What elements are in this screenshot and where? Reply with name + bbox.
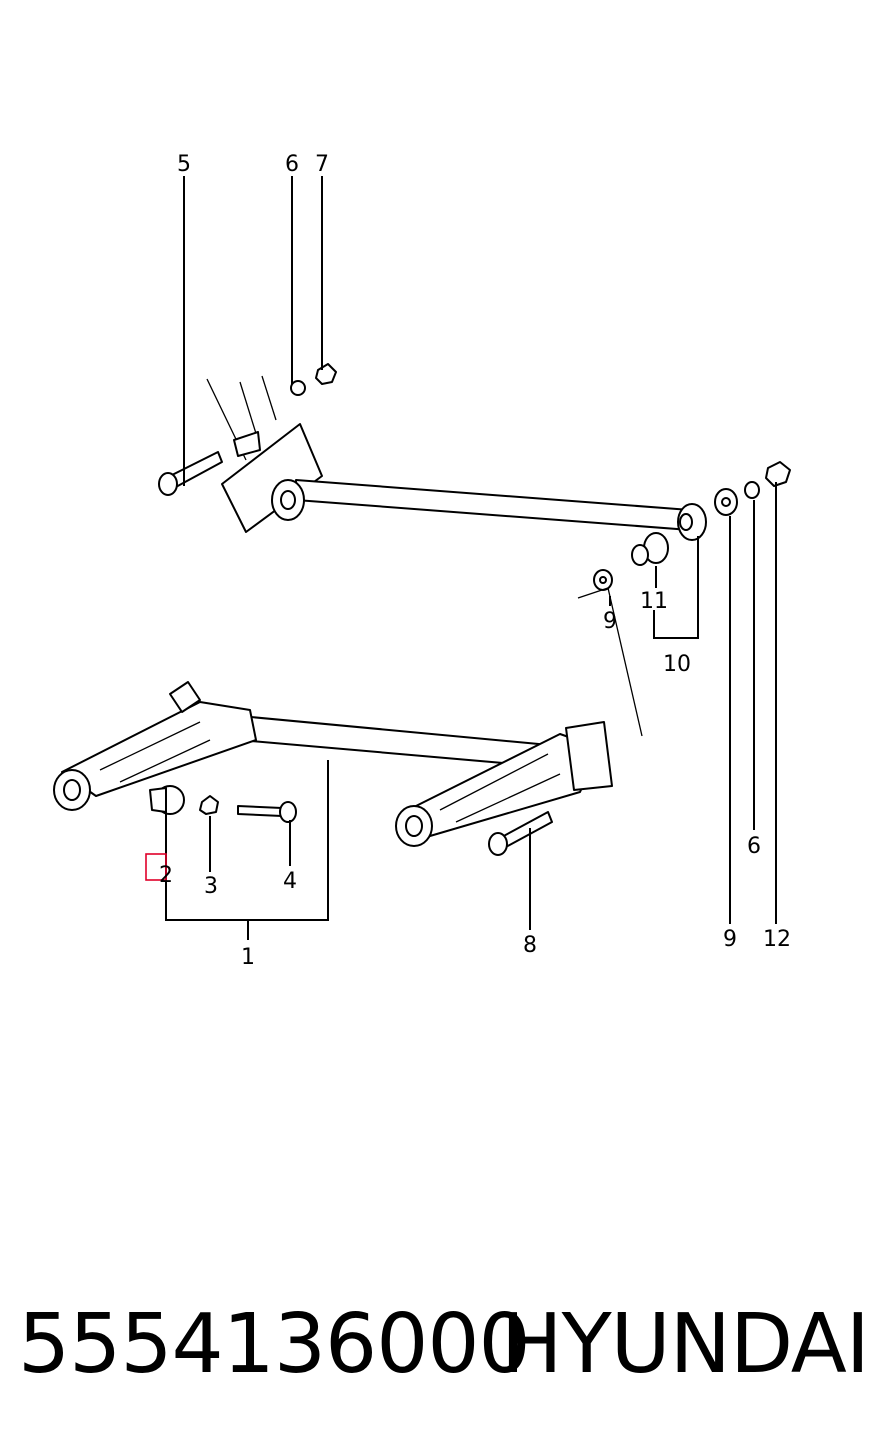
bushing-10	[677, 503, 707, 541]
nut-7	[315, 363, 337, 385]
callout-9-right: 9	[723, 927, 737, 952]
bushing-2	[149, 785, 185, 815]
callout-5: 5	[177, 152, 191, 177]
callout-9-upper: 9	[603, 609, 617, 634]
assembly-line	[577, 587, 643, 737]
part-number: 5554136000	[18, 1297, 531, 1392]
bolt-4	[237, 801, 297, 823]
washer-6-upper	[290, 380, 306, 396]
leader-lines	[165, 176, 777, 940]
nut-3	[199, 795, 219, 815]
callout-11: 11	[640, 589, 668, 614]
callout-3: 3	[204, 874, 218, 899]
brand-name: HYUNDAI	[500, 1297, 870, 1392]
bolt-8	[488, 811, 553, 856]
callout-7: 7	[315, 152, 329, 177]
parts-diagram: 5 6 7 9 11 10 2 3 4 1 8 6 9 12	[53, 152, 791, 970]
bushing-11	[631, 532, 669, 566]
washer-9-right	[714, 488, 738, 516]
footer: 5554136000 HYUNDAI	[0, 1290, 887, 1400]
washer-6-right	[744, 481, 760, 499]
callout-6-right: 6	[747, 834, 761, 859]
callout-1: 1	[241, 945, 255, 970]
callout-6-upper: 6	[285, 152, 299, 177]
callout-2: 2	[159, 863, 173, 888]
callout-4: 4	[283, 869, 297, 894]
callout-12: 12	[763, 927, 791, 952]
highlight-box	[145, 853, 167, 881]
callout-10: 10	[663, 652, 691, 677]
upper-lateral-rod	[271, 479, 691, 531]
axle-beam	[53, 681, 613, 847]
bolt-5	[158, 451, 223, 496]
nut-12	[765, 461, 791, 487]
callout-8: 8	[523, 933, 537, 958]
upper-bracket	[206, 375, 323, 533]
washer-9-upper	[593, 569, 613, 591]
